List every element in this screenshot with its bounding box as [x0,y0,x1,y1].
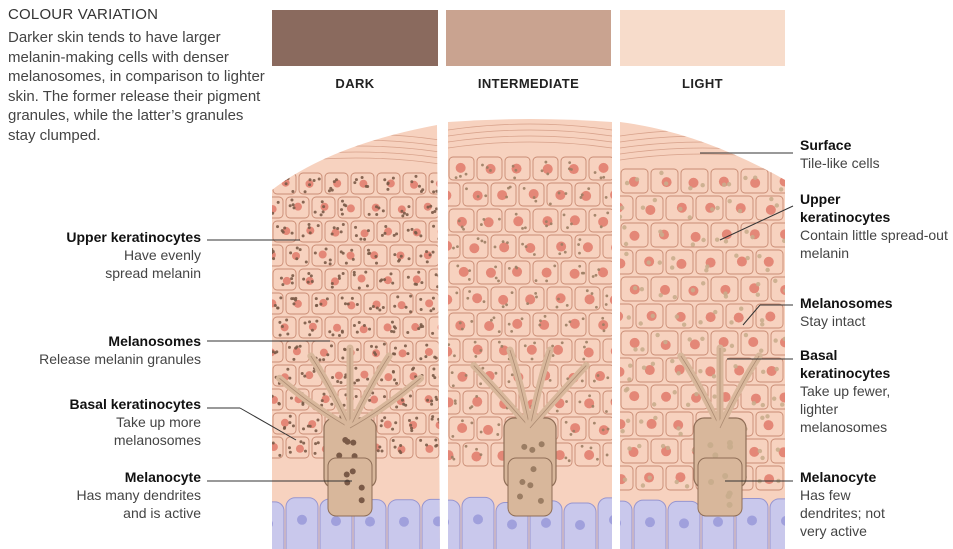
label-melanocyte-dark: Melanocyte Has many dendrites and is act… [71,468,201,522]
label-desc: Has many dendrites and is active [71,486,201,522]
label-title: Melanosomes [800,294,950,312]
label-surface: Surface Tile-like cells [800,136,950,172]
label-melanosomes-light: Melanosomes Stay intact [800,294,950,330]
label-upper-keratinocytes-dark: Upper keratinocytes Have evenly spread m… [66,228,201,282]
label-desc: Has few dendrites; not very active [800,486,915,540]
label-title: Melanocyte [800,468,950,486]
label-title: Upper keratinocytes [66,228,201,246]
label-title: Upper keratinocytes [800,190,910,226]
label-upper-keratinocytes-light: Upper keratinocytes Contain little sprea… [800,190,950,262]
label-desc: Have evenly spread melanin [91,246,201,282]
label-desc: Take up more melanosomes [91,413,201,449]
label-basal-keratinocytes-dark: Basal keratinocytes Take up more melanos… [69,395,201,449]
label-title: Basal keratinocytes [800,346,900,382]
label-basal-keratinocytes-light: Basal keratinocytes Take up fewer, light… [800,346,950,436]
label-desc: Stay intact [800,313,865,329]
label-title: Basal keratinocytes [69,395,201,413]
label-desc: Take up fewer, lighter melanosomes [800,382,910,436]
label-melanosomes-dark: Melanosomes Release melanin granules [39,332,201,368]
label-title: Melanosomes [39,332,201,350]
label-title: Surface [800,136,950,154]
label-desc: Contain little spread-out melanin [800,227,948,261]
label-desc: Tile-like cells [800,155,880,171]
label-melanocyte-light: Melanocyte Has few dendrites; not very a… [800,468,950,540]
label-title: Melanocyte [71,468,201,486]
label-desc: Release melanin granules [39,351,201,367]
